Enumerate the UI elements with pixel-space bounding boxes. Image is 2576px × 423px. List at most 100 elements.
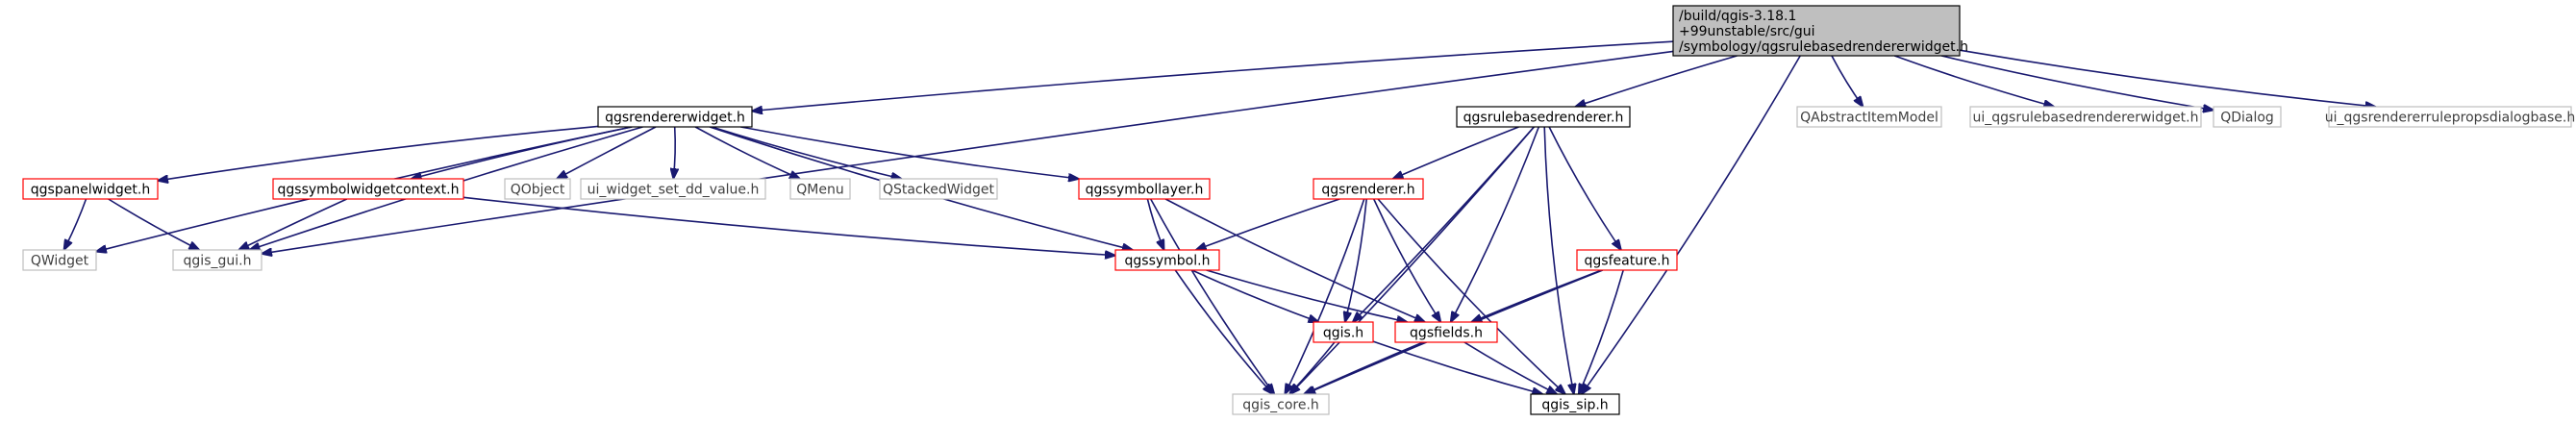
node-fields[interactable]: qgsfields.h <box>1394 321 1498 343</box>
edge-symbolwidgetcontext-to-qgis_gui <box>238 198 348 250</box>
edge-rendererwidget-to-symbollayer <box>740 126 1079 179</box>
node-qabstractitemmodel-label-0: QAbstractItemModel <box>1800 111 1938 126</box>
node-qabstractitemmodel-box <box>1796 106 1942 128</box>
node-fields-box <box>1394 321 1498 343</box>
edge-rendererwidget-to-ui_widget_set_dd <box>673 126 675 179</box>
edge-rulebasedrenderer-to-feature <box>1548 126 1621 250</box>
nodes-layer: /build/qgis-3.18.1+99unstable/src/gui/sy… <box>22 5 2575 415</box>
edge-rendererwidget-to-qmenu <box>694 126 800 179</box>
node-panelwidget[interactable]: qgspanelwidget.h <box>22 178 159 200</box>
node-rendererwidget[interactable]: qgsrendererwidget.h <box>597 106 753 128</box>
node-symbol[interactable]: qgssymbol.h <box>1114 249 1220 271</box>
node-qgis-box <box>1313 321 1374 343</box>
node-qabstractitemmodel[interactable]: QAbstractItemModel <box>1796 106 1942 128</box>
edge-qgis-to-qgis_sip <box>1372 340 1542 394</box>
node-qgis_sip-box <box>1530 393 1620 415</box>
node-renderer-box <box>1313 178 1424 200</box>
node-root-label-2: /symbology/qgsrulebasedrendererwidget.h <box>1679 39 1968 55</box>
node-ui_rulebased-label-0: ui_qgsrulebasedrendererwidget.h <box>1972 111 2198 126</box>
edge-fields-to-qgis_sip <box>1463 341 1557 394</box>
node-symbol-label-0: qgssymbol.h <box>1125 254 1211 269</box>
node-feature-label-0: qgsfeature.h <box>1585 254 1670 269</box>
node-qgis_core-box <box>1232 393 1330 415</box>
edge-qgis-to-qgis_core <box>1289 341 1336 394</box>
node-qobject[interactable]: QObject <box>504 178 571 200</box>
node-qobject-label-0: QObject <box>511 183 565 198</box>
node-qgis-label-0: qgis.h <box>1323 326 1363 341</box>
node-symbollayer[interactable]: qgssymbollayer.h <box>1078 178 1211 200</box>
edge-fields-to-qgis_core <box>1304 341 1424 394</box>
edge-root-to-ui_ruleprops <box>1959 49 2376 107</box>
node-qmenu-label-0: QMenu <box>796 183 843 198</box>
edge-renderer-to-qgis <box>1345 198 1367 322</box>
node-rulebasedrenderer[interactable]: qgsrulebasedrenderer.h <box>1456 106 1631 128</box>
node-panelwidget-box <box>22 178 159 200</box>
edge-symbollayer-to-qgis_core <box>1149 198 1275 394</box>
node-feature[interactable]: qgsfeature.h <box>1576 249 1678 271</box>
edge-root-to-qdialog <box>1940 55 2213 111</box>
node-root[interactable]: /build/qgis-3.18.1+99unstable/src/gui/sy… <box>1672 5 1968 57</box>
node-ui_widget_set_dd-label-0: ui_widget_set_dd_value.h <box>588 183 760 198</box>
node-qstackedwidget-label-0: QStackedWidget <box>883 183 995 198</box>
edge-root-to-qabstractitemmodel <box>1831 55 1863 107</box>
node-symbolwidgetcontext-box <box>272 178 464 200</box>
edge-symbol-to-qgis <box>1191 269 1319 322</box>
edge-symbol-to-fields <box>1206 269 1408 322</box>
edge-root-to-ui_rulebased <box>1894 55 2054 107</box>
edge-rulebasedrenderer-to-qgis_core <box>1290 126 1536 394</box>
node-rendererwidget-box <box>597 106 753 128</box>
node-qwidget[interactable]: QWidget <box>22 249 97 271</box>
node-qmenu[interactable]: QMenu <box>789 178 851 200</box>
edge-rendererwidget-to-panelwidget <box>158 125 599 181</box>
node-renderer[interactable]: qgsrenderer.h <box>1313 178 1424 200</box>
node-qmenu-box <box>789 178 851 200</box>
node-qwidget-box <box>22 249 97 271</box>
edge-rendererwidget-to-qstackedwidget <box>712 126 901 179</box>
node-panelwidget-label-0: qgspanelwidget.h <box>31 183 150 198</box>
node-qstackedwidget[interactable]: QStackedWidget <box>879 178 998 200</box>
edge-root-to-qgis_gui <box>262 50 1674 254</box>
node-renderer-label-0: qgsrenderer.h <box>1321 183 1414 198</box>
node-rendererwidget-label-0: qgsrendererwidget.h <box>605 111 745 126</box>
edge-renderer-to-symbol <box>1196 198 1340 250</box>
node-symbolwidgetcontext-label-0: qgssymbolwidgetcontext.h <box>278 183 460 198</box>
node-ui_rulebased[interactable]: ui_qgsrulebasedrendererwidget.h <box>1969 106 2202 128</box>
edge-rulebasedrenderer-to-renderer <box>1393 126 1519 179</box>
node-qgis_gui[interactable]: qgis_gui.h <box>172 249 263 271</box>
edge-symbolwidgetcontext-to-symbol <box>463 196 1115 255</box>
node-qgis[interactable]: qgis.h <box>1313 321 1374 343</box>
node-ui_widget_set_dd[interactable]: ui_widget_set_dd_value.h <box>580 178 766 200</box>
node-symbollayer-box <box>1078 178 1211 200</box>
edges-layer <box>64 40 2376 394</box>
node-rulebasedrenderer-label-0: qgsrulebasedrenderer.h <box>1463 111 1624 126</box>
node-qgis_sip[interactable]: qgis_sip.h <box>1530 393 1620 415</box>
node-qgis_sip-label-0: qgis_sip.h <box>1541 398 1608 413</box>
node-ui_widget_set_dd-box <box>580 178 766 200</box>
node-qdialog-box <box>2213 106 2282 128</box>
edge-feature-to-qgis_sip <box>1579 269 1624 394</box>
node-qgis_core-label-0: qgis_core.h <box>1242 398 1319 413</box>
node-qgis_core[interactable]: qgis_core.h <box>1232 393 1330 415</box>
edge-symbol-to-qgis_core <box>1174 269 1272 394</box>
node-root-box <box>1672 5 1961 57</box>
edge-renderer-to-fields <box>1372 198 1441 322</box>
edge-panelwidget-to-qgis_gui <box>108 198 200 250</box>
node-symbollayer-label-0: qgssymbollayer.h <box>1086 183 1204 198</box>
edge-renderer-to-qgis_core <box>1285 198 1365 394</box>
edge-renderer-to-qgis_sip <box>1377 198 1565 394</box>
node-symbol-box <box>1114 249 1220 271</box>
node-ui_ruleprops-box <box>2328 106 2572 128</box>
node-fields-label-0: qgsfields.h <box>1410 326 1483 341</box>
node-ui_rulebased-box <box>1969 106 2202 128</box>
node-qdialog[interactable]: QDialog <box>2213 106 2282 128</box>
node-qgis_gui-box <box>172 249 263 271</box>
edge-rendererwidget-to-qobject <box>557 126 657 179</box>
edge-rulebasedrenderer-to-qgis <box>1353 126 1535 322</box>
node-ui_ruleprops[interactable]: ui_qgsrendererrulepropsdialogbase.h <box>2325 106 2575 128</box>
edge-rulebasedrenderer-to-qgis_sip <box>1543 126 1574 394</box>
edge-rulebasedrenderer-to-fields <box>1451 126 1540 322</box>
node-qstackedwidget-box <box>879 178 998 200</box>
edge-rendererwidget-to-symbolwidgetcontext <box>412 126 633 179</box>
node-symbolwidgetcontext[interactable]: qgssymbolwidgetcontext.h <box>272 178 464 200</box>
